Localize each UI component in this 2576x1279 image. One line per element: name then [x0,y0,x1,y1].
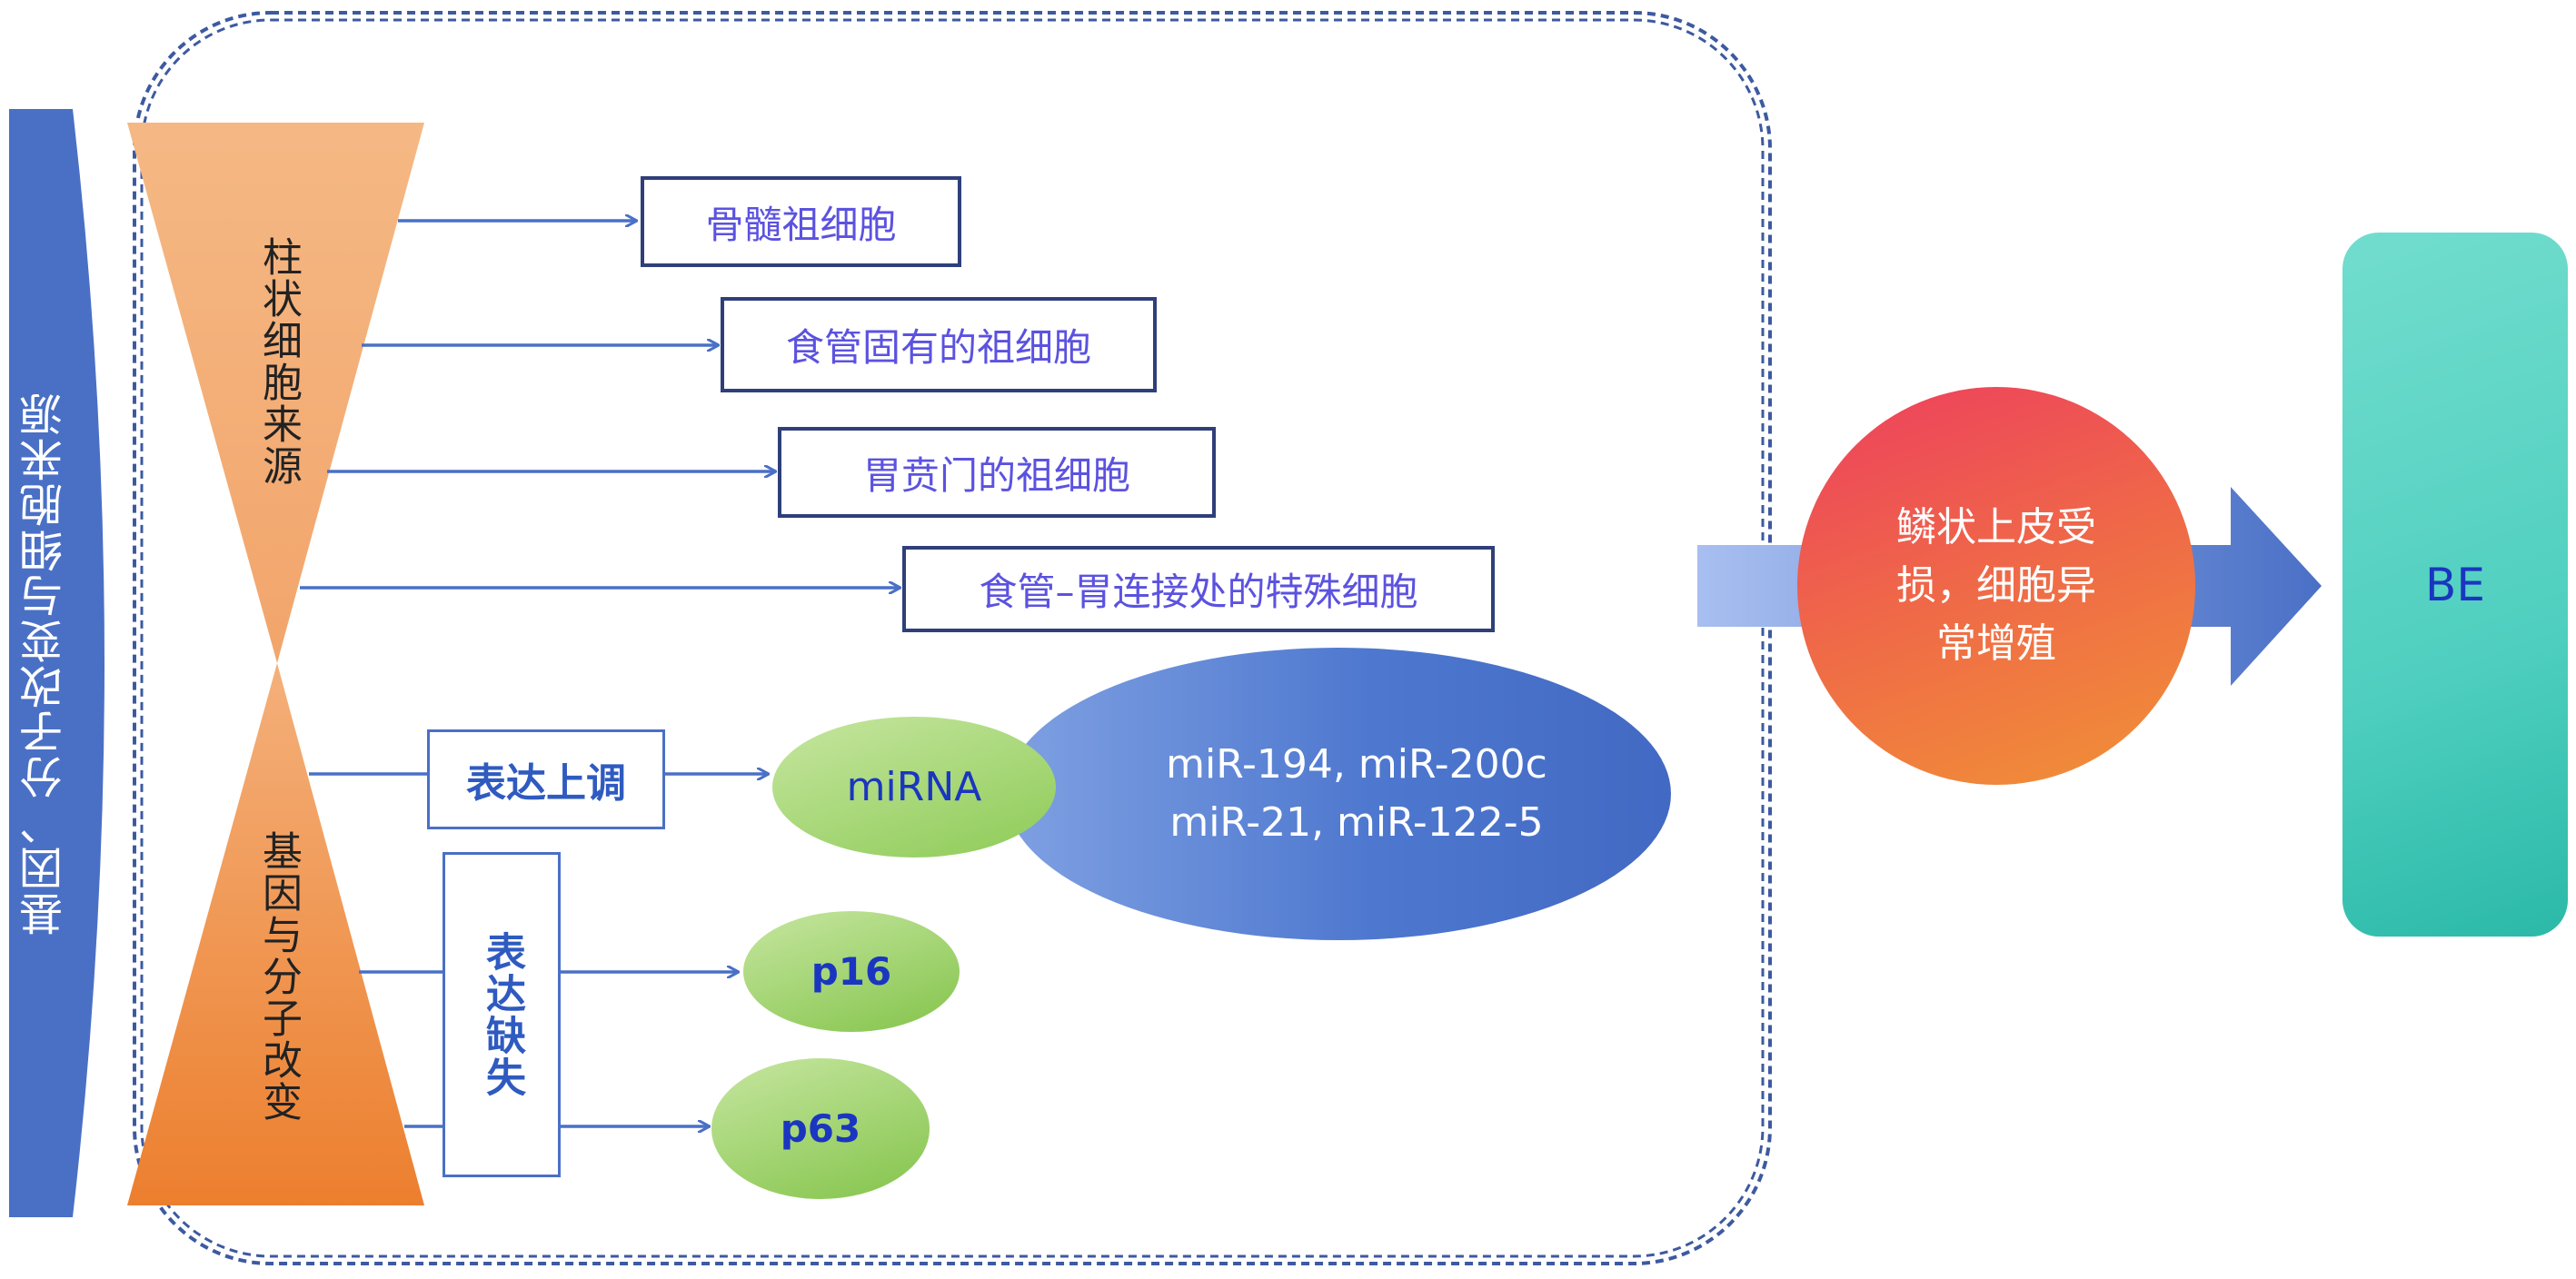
left-bar-shape [9,109,104,1217]
dashed-container-inner [140,18,1765,1258]
mirna-detail-line-1: miR-194, miR-200c [1166,741,1547,788]
injury-circle: 鳞状上皮受损，细胞异常增殖 [1797,387,2195,785]
p63-ellipse: p63 [711,1058,930,1199]
be-box: BE [2342,233,2568,937]
mirna-detail-ellipse: miR-194, miR-200c miR-21, miR-122-5 [1006,648,1671,940]
be-label: BE [2425,558,2485,611]
funnel-top-label: 柱状细胞来源 [255,236,302,487]
mirna-detail-line-2: miR-21, miR-122-5 [1169,799,1544,846]
source-box-gej: 食管–胃连接处的特殊细胞 [902,546,1495,632]
dashed-container [133,11,1772,1265]
injury-label: 鳞状上皮受损，细胞异常增殖 [1896,504,2096,667]
funnel-top-shape [127,123,424,663]
mirna-ellipse: miRNA [772,717,1056,858]
left-bar-label: 基因、分子改变与细胞来源 [20,391,71,936]
funnel-bottom-shape [127,663,424,1205]
funnel-bottom-label: 基因与分子改变 [255,830,302,1123]
p16-ellipse: p16 [743,911,960,1032]
source-box-gastric-cardia: 胃贲门的祖细胞 [778,427,1216,518]
loss-box: 表达缺失 [443,852,561,1177]
upregulation-box: 表达上调 [427,729,665,829]
source-box-bone-marrow: 骨髓祖细胞 [641,176,961,267]
source-box-esophageal: 食管固有的祖细胞 [721,297,1157,392]
